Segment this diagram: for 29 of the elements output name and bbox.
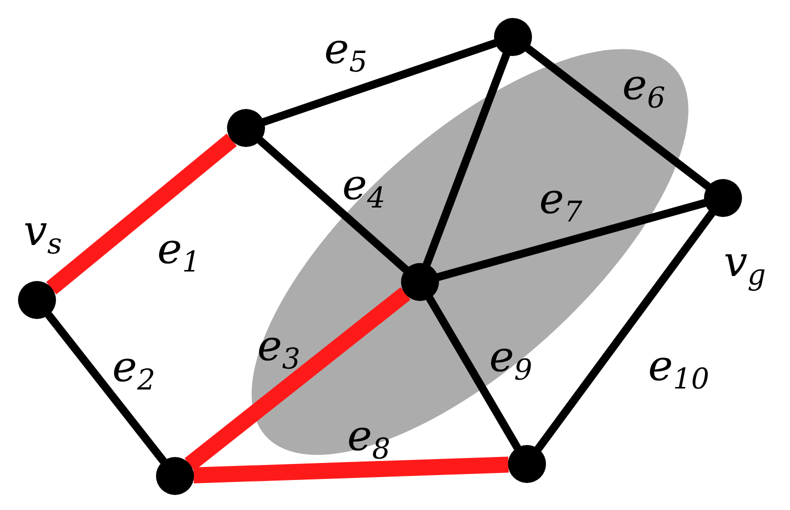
vertex-dot <box>156 457 194 495</box>
vertex-dot <box>494 18 532 56</box>
edge-line <box>426 296 522 450</box>
edge-line <box>262 39 497 126</box>
edge-line <box>257 137 409 273</box>
vertex-label: v$_{s}$ <box>24 208 63 262</box>
edge-line <box>436 199 706 281</box>
edge-label: e$_{1}$ <box>157 226 202 280</box>
edge-label: e$_{9}$ <box>489 334 534 388</box>
edge-line <box>184 287 410 471</box>
edge-label: e$_{3}$ <box>257 323 302 377</box>
edge-label: e$_{4}$ <box>342 162 386 216</box>
edge-label: e$_{2}$ <box>112 344 156 398</box>
edge-line <box>534 210 716 452</box>
edge-line <box>46 134 237 294</box>
edge-line <box>45 312 167 464</box>
edge-line <box>525 45 711 190</box>
edge-label: e$_{7}$ <box>539 176 584 230</box>
edge-line <box>422 52 510 266</box>
edge-label: e$_{6}$ <box>622 62 666 116</box>
edge-label: e$_{8}$ <box>347 413 392 467</box>
vertex-dot <box>227 109 265 147</box>
vertex-dot <box>704 179 742 217</box>
vertex-label: v$_{g}$ <box>724 239 767 293</box>
vertex-dot <box>18 281 56 319</box>
edge-label: e$_{5}$ <box>324 26 368 80</box>
edge-label: e$_{10}$ <box>648 343 710 397</box>
vertex-dot <box>508 445 546 483</box>
edge-line <box>193 456 509 484</box>
